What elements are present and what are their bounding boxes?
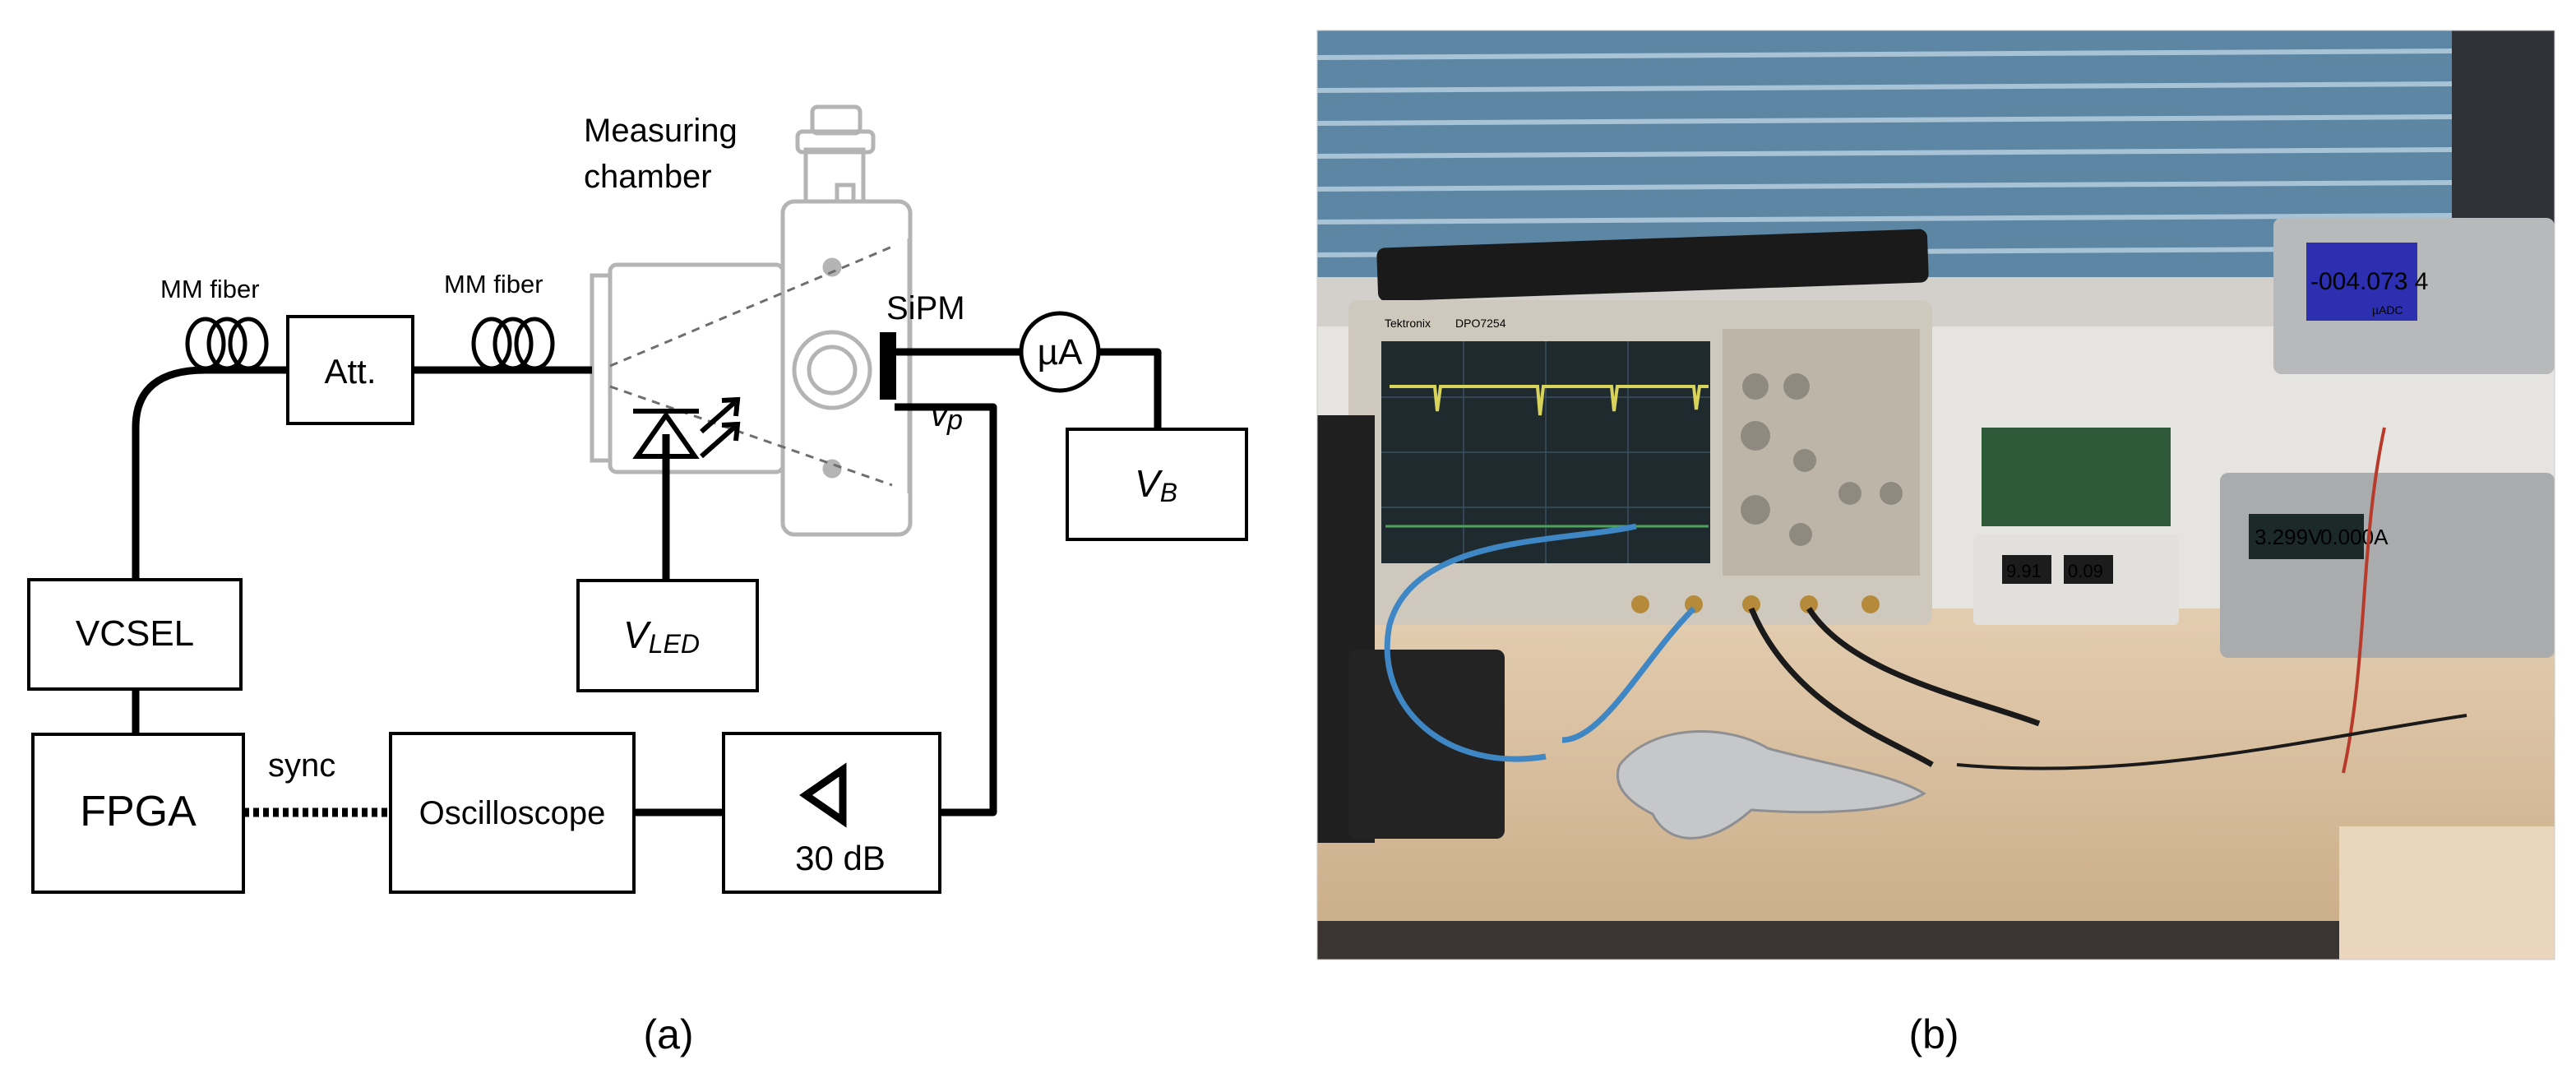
caption-a: (a) (643, 1011, 693, 1057)
dmm-unit: µADC (2372, 303, 2403, 317)
microammeter-to-vb (1100, 348, 1162, 429)
amp-gain-label: 30 dB (795, 839, 886, 877)
sipm-label: SiPM (886, 290, 965, 326)
panel-b-photo: Tektronix DPO7254 -004.073 4 µADC (1316, 30, 2555, 1057)
fpga-box (31, 733, 245, 894)
sipm-element (880, 332, 896, 400)
led-icon (632, 396, 741, 459)
scope-trace (1390, 385, 1709, 416)
cables (1384, 427, 2467, 774)
vp-main: v (931, 397, 949, 433)
att-label: Att. (324, 352, 376, 391)
amp-to-sipm (895, 403, 997, 817)
psu-voltage: 3.299V (2255, 525, 2323, 549)
oscilloscope-box (389, 732, 636, 894)
foil-package (1616, 730, 1926, 840)
scope-connectors (1631, 595, 1880, 613)
vb-box (1066, 428, 1248, 541)
att-box (286, 315, 414, 425)
psu-display (2249, 514, 2364, 559)
power-supply (2220, 473, 2555, 658)
microammeter-label: µA (1038, 332, 1083, 372)
vcsel-box (27, 578, 243, 691)
wires (132, 348, 1162, 817)
scope-model: DPO7254 (1455, 317, 1506, 330)
vled-label: VLED (623, 613, 700, 659)
vled-box (576, 579, 759, 692)
amplifier-triangle-icon (799, 762, 847, 828)
fpga-label: FPGA (80, 788, 197, 835)
vb-label: VB (1135, 462, 1177, 507)
psu-current: 0.000A (2320, 525, 2389, 549)
scope-brand: Tektronix (1385, 317, 1431, 330)
measuring-chamber (590, 104, 913, 537)
sync-label: sync (268, 747, 335, 784)
vled-sub: LED (649, 629, 700, 659)
microammeter-circle (1019, 311, 1101, 393)
dmm-reading: -004.073 4 (2310, 268, 2428, 295)
scope-knobs (1741, 373, 1903, 546)
vb-sub: B (1160, 478, 1177, 507)
oscilloscope-label: Oscilloscope (419, 795, 606, 831)
boxes (27, 315, 1248, 894)
vb-main: V (1135, 462, 1163, 505)
mm-fiber-right-label: MM fiber (444, 270, 543, 298)
fiber-coil-right (471, 317, 555, 371)
fiber-vcsel-to-coil (132, 366, 288, 580)
caption-b: (b) (1908, 1011, 1959, 1057)
small-psu-right: 0.09 (2068, 561, 2103, 581)
chamber-label-line1: Measuring (584, 113, 738, 149)
vp-label: vp (931, 397, 963, 436)
vled-main: V (623, 613, 652, 656)
panel-a-schematic: Measuring chamber MM fiber MM fiber (27, 104, 1248, 1057)
dmm-display (2306, 243, 2417, 321)
keyboard (1376, 229, 1929, 302)
vp-sub: p (946, 405, 963, 436)
mm-fiber-left-label: MM fiber (160, 275, 260, 303)
chamber-label-line2: chamber (584, 159, 712, 195)
small-psu-left: 9.91 (2006, 561, 2042, 581)
fpga-board (1982, 428, 2171, 526)
vcsel-label: VCSEL (76, 613, 194, 654)
fiber-coil-left (185, 317, 269, 371)
